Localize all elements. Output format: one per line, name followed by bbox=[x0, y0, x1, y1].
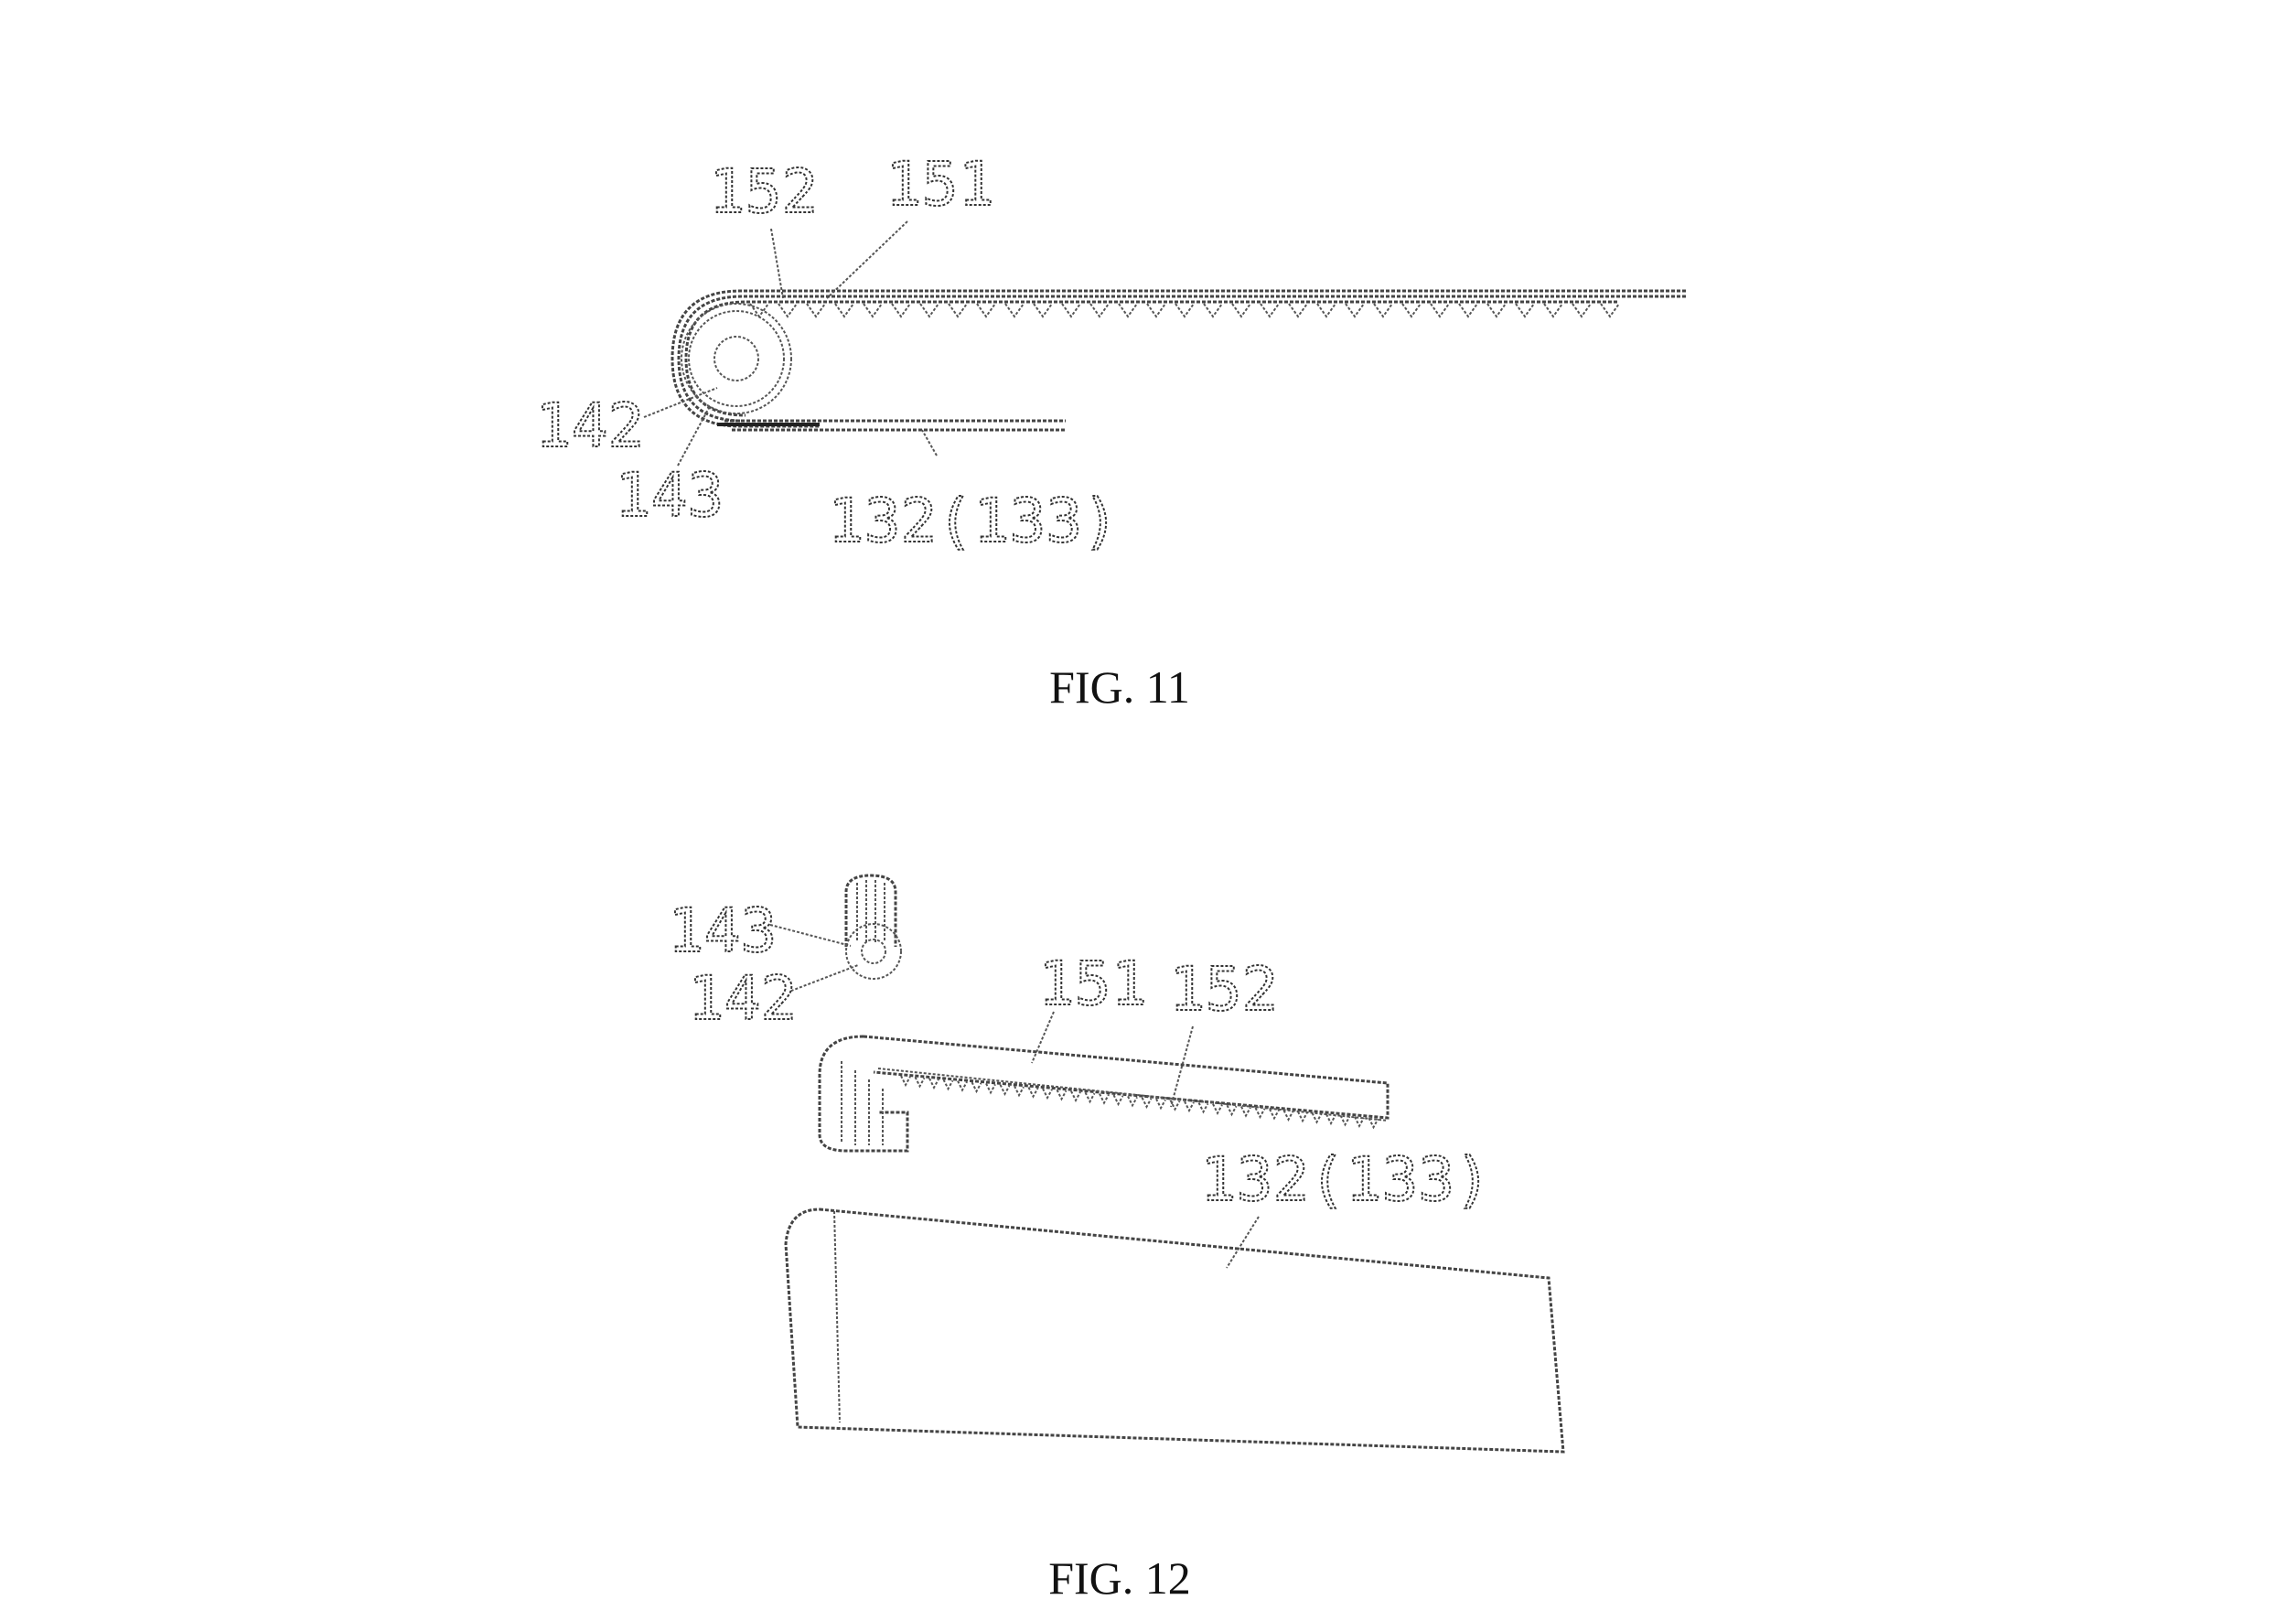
gear-143 bbox=[681, 303, 792, 414]
shaft-142 bbox=[861, 939, 886, 964]
leader-lines bbox=[643, 220, 938, 467]
label-132-133: 132(133) bbox=[1200, 1144, 1491, 1215]
label-151: 151 bbox=[885, 149, 994, 220]
gear-143 bbox=[844, 874, 902, 980]
figure-caption: FIG. 11 bbox=[1049, 661, 1190, 713]
belt-151 bbox=[818, 1035, 1389, 1153]
label-152: 152 bbox=[1169, 954, 1278, 1025]
label-132-133: 132(133) bbox=[828, 486, 1119, 556]
label-143: 143 bbox=[668, 896, 777, 966]
figure-11: 152 151 142 143 132(133) FIG. 11 bbox=[534, 148, 1686, 713]
label-151: 151 bbox=[1038, 949, 1147, 1019]
label-142: 142 bbox=[688, 963, 797, 1034]
figure-12: 143 142 151 152 132(133) FIG. 12 bbox=[667, 874, 1565, 1604]
belt-151 bbox=[671, 289, 1686, 428]
belt-teeth-152 bbox=[900, 1075, 1379, 1130]
plate-132 bbox=[717, 419, 1066, 432]
plate-132 bbox=[784, 1208, 1565, 1454]
leader-lines bbox=[769, 924, 1260, 1269]
label-142: 142 bbox=[535, 391, 644, 461]
figure-caption: FIG. 12 bbox=[1048, 1552, 1191, 1604]
label-143: 143 bbox=[615, 460, 724, 531]
shaft-142 bbox=[713, 336, 759, 381]
label-152: 152 bbox=[709, 156, 818, 227]
belt-teeth-152 bbox=[749, 303, 1620, 318]
